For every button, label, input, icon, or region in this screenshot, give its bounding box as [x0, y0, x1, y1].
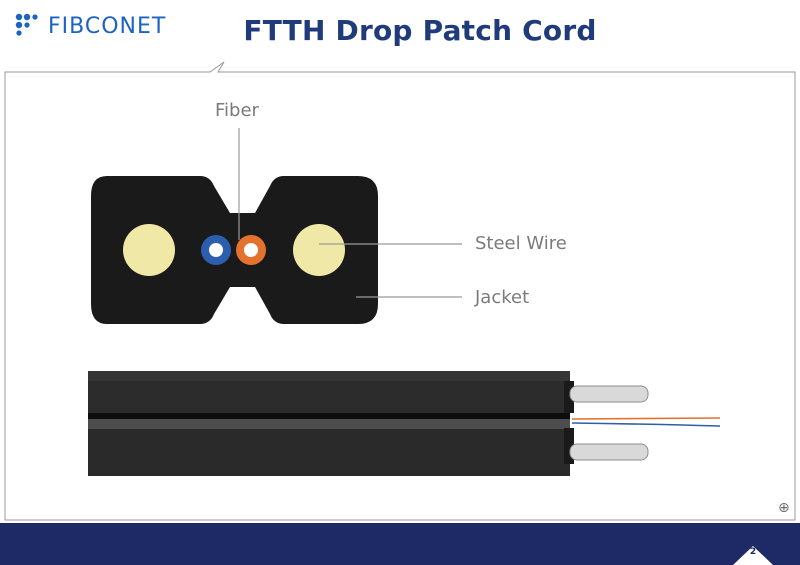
brand-logo: FIBCONET	[14, 10, 166, 42]
steel-wire-bottom	[569, 443, 649, 461]
brand-name: FIBCONET	[48, 13, 167, 39]
jacket-label: Jacket	[475, 287, 530, 308]
fiber-blue-strand	[571, 422, 721, 427]
page-number: 2	[749, 547, 757, 557]
steel-wire-label: Steel Wire	[475, 233, 567, 254]
cable-cross-section	[88, 128, 721, 476]
page-title: FTTH Drop Patch Cord	[243, 14, 597, 47]
content-frame	[4, 61, 796, 521]
footer-bar	[0, 523, 800, 565]
dot-cluster-icon	[15, 13, 38, 36]
cable-side-view	[88, 371, 721, 476]
page-badge-icon	[733, 546, 773, 565]
steel-wire-right	[293, 224, 345, 276]
steel-wire-top	[569, 385, 649, 403]
crosshair-icon: ⊕	[778, 500, 790, 516]
fiber-orange-strand	[571, 417, 721, 420]
steel-wire-left	[123, 224, 175, 276]
jacket-shape	[91, 176, 378, 324]
fiber-label: Fiber	[215, 100, 259, 121]
